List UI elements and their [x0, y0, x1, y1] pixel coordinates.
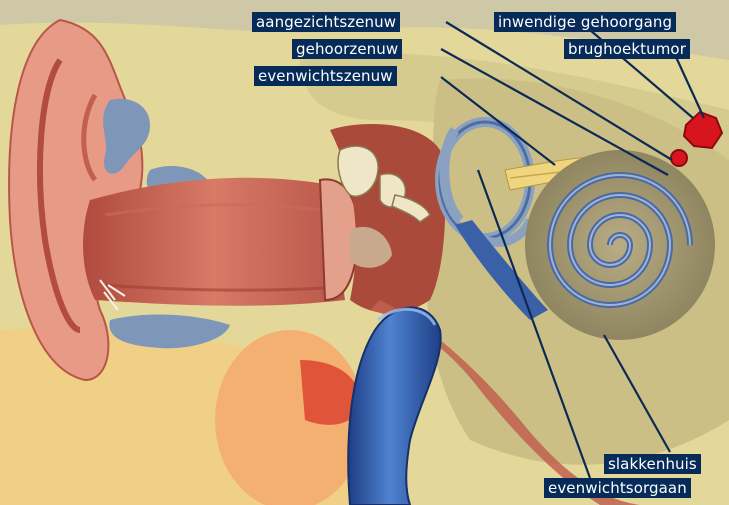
label-acoustic-neuroma: brughoektumor	[564, 39, 690, 59]
label-internal-auditory-canal: inwendige gehoorgang	[494, 12, 676, 32]
label-cochlea: slakkenhuis	[604, 454, 701, 474]
label-vestibular-nerve: evenwichtszenuw	[254, 66, 397, 86]
label-vestibular-organ: evenwichtsorgaan	[544, 478, 691, 498]
cochlea	[525, 150, 715, 340]
label-facial-nerve: aangezichtszenuw	[252, 12, 400, 32]
small-tumor	[671, 150, 687, 166]
label-cochlear-nerve: gehoorzenuw	[292, 39, 402, 59]
